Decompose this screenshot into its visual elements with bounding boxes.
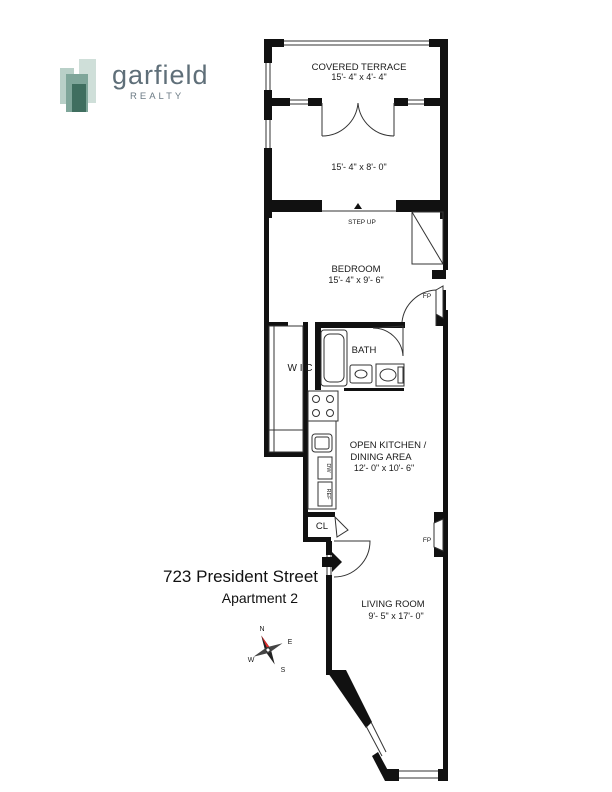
bedroom-label: BEDROOM xyxy=(331,264,380,275)
compass-n: N xyxy=(259,626,264,633)
dishwasher-label: DW xyxy=(325,463,331,473)
apartment-number: Apartment 2 xyxy=(221,590,298,606)
closet-diagonal xyxy=(411,211,444,265)
living-room-dims: 9'- 5" x 17'- 0" xyxy=(368,611,423,621)
entry-arrow-icon xyxy=(322,552,342,572)
kitchen-dims: 12'- 0" x 10'- 6" xyxy=(354,463,414,473)
terrace-french-door-right xyxy=(357,102,395,137)
kitchen-label-line1: OPEN KITCHEN / xyxy=(350,440,427,451)
kitchen-sink-icon xyxy=(311,433,333,453)
windows xyxy=(265,40,438,779)
compass-w: W xyxy=(248,657,255,664)
bedroom-dims: 15'- 4" x 9'- 6" xyxy=(328,275,383,285)
terrace-label: COVERED TERRACE xyxy=(312,62,407,73)
compass-s: S xyxy=(281,667,286,674)
bath-label: BATH xyxy=(352,345,377,356)
terrace-french-door-left xyxy=(321,102,359,137)
step-up-arrow-icon xyxy=(354,203,362,209)
doors xyxy=(321,102,437,578)
address-block: 723 President Street Apartment 2 xyxy=(128,566,318,608)
compass-rose-icon xyxy=(253,635,283,665)
sunroom-dims: 15'- 4" x 8'- 0" xyxy=(331,162,386,172)
wic-label: W I C xyxy=(288,363,313,374)
brand-name: garfield xyxy=(112,60,209,90)
exterior-walls xyxy=(264,39,448,781)
street-address: 723 President Street xyxy=(163,567,318,586)
interior-walls xyxy=(264,322,405,391)
compass-e: E xyxy=(288,639,293,646)
stove-icon xyxy=(307,390,339,422)
fixtures xyxy=(268,211,444,552)
sink-icon xyxy=(349,364,373,384)
terrace-dims: 15'- 4" x 4'- 4" xyxy=(331,72,386,82)
living-room-label: LIVING ROOM xyxy=(361,599,424,610)
toilet-icon xyxy=(379,368,397,382)
bedroom-fireplace-label: FP xyxy=(423,293,431,300)
kitchen-label-line2: DINING AREA xyxy=(350,452,412,463)
living-fireplace-label: FP xyxy=(423,537,431,544)
brand-logo-icon xyxy=(60,59,96,112)
closet-label: CL xyxy=(316,521,328,532)
brand-subtitle: REALTY xyxy=(130,91,185,102)
refrigerator-label: REF xyxy=(325,489,331,501)
step-up-label: STEP UP xyxy=(348,219,376,226)
brand-wordmark: garfield REALTY xyxy=(112,60,209,104)
